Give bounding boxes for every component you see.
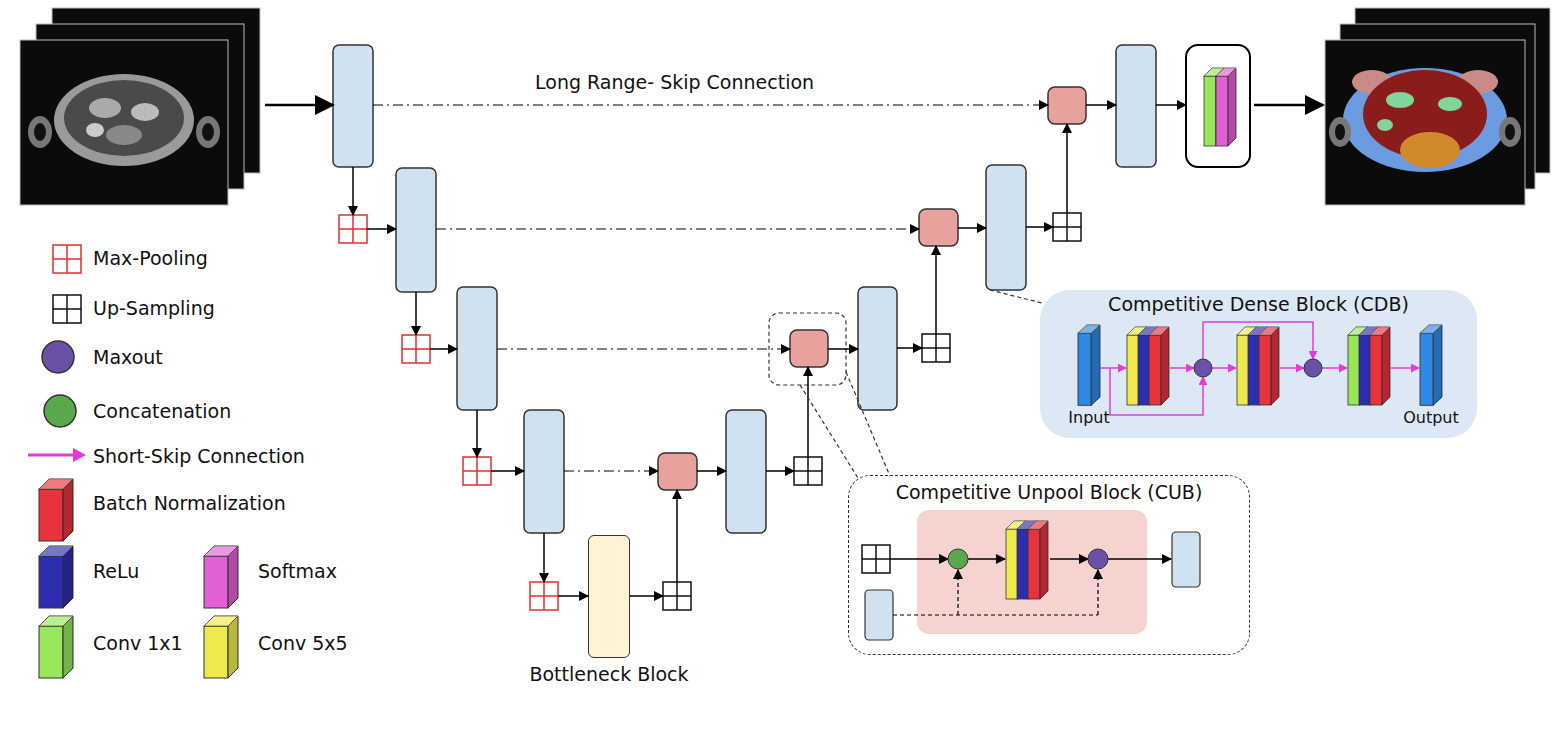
legend-text: Conv 5x5 [258,631,348,655]
legend-swatch [26,445,86,465]
classifier-box [1186,45,1250,167]
network-blocks [333,45,1156,533]
legend-text: Max-Pooling [93,246,208,270]
legend-swatch [203,615,243,681]
port-label: Output [1391,406,1471,430]
panel-title: Competitive Dense Block (CDB) [1040,292,1477,316]
input-mri-stack [20,8,260,205]
legend-swatch [42,393,78,429]
cub-panel: Competitive Unpool Block (CUB) [848,475,1250,655]
legend-swatch [40,339,76,375]
unpool-boxes [658,87,1086,490]
legend-text: ReLu [93,559,139,583]
legend-text: Conv 1x1 [93,631,183,655]
legend-swatch [203,545,243,611]
callout-leaders [800,290,1042,478]
legend-text: Concatenation [93,399,231,423]
panel-title: Competitive Unpool Block (CUB) [849,480,1249,504]
legend-text: Short-Skip Connection [93,444,305,468]
bottleneck-block: Bottleneck Block [588,535,630,658]
legend-swatch [38,545,78,611]
callout-outline [769,313,846,385]
legend-text: Batch Normalization [93,491,286,515]
legend-swatch [38,478,78,544]
legend-text: Softmax [258,559,337,583]
legend-swatch [38,615,78,681]
legend-swatch [52,294,82,324]
block-caption: Bottleneck Block [529,662,688,686]
cdb-panel: Competitive Dense Block (CDB) Input Output [1040,290,1477,438]
legend-swatch [52,244,82,274]
legend-text: Up-Sampling [93,296,215,320]
pooling-symbols [339,215,558,610]
legend-text: Maxout [93,345,163,369]
skip-label: Long Range- Skip Connection [535,70,814,94]
port-label: Input [1059,406,1119,430]
output-segmentation-stack [1325,8,1550,205]
skip-connections [373,105,1048,471]
